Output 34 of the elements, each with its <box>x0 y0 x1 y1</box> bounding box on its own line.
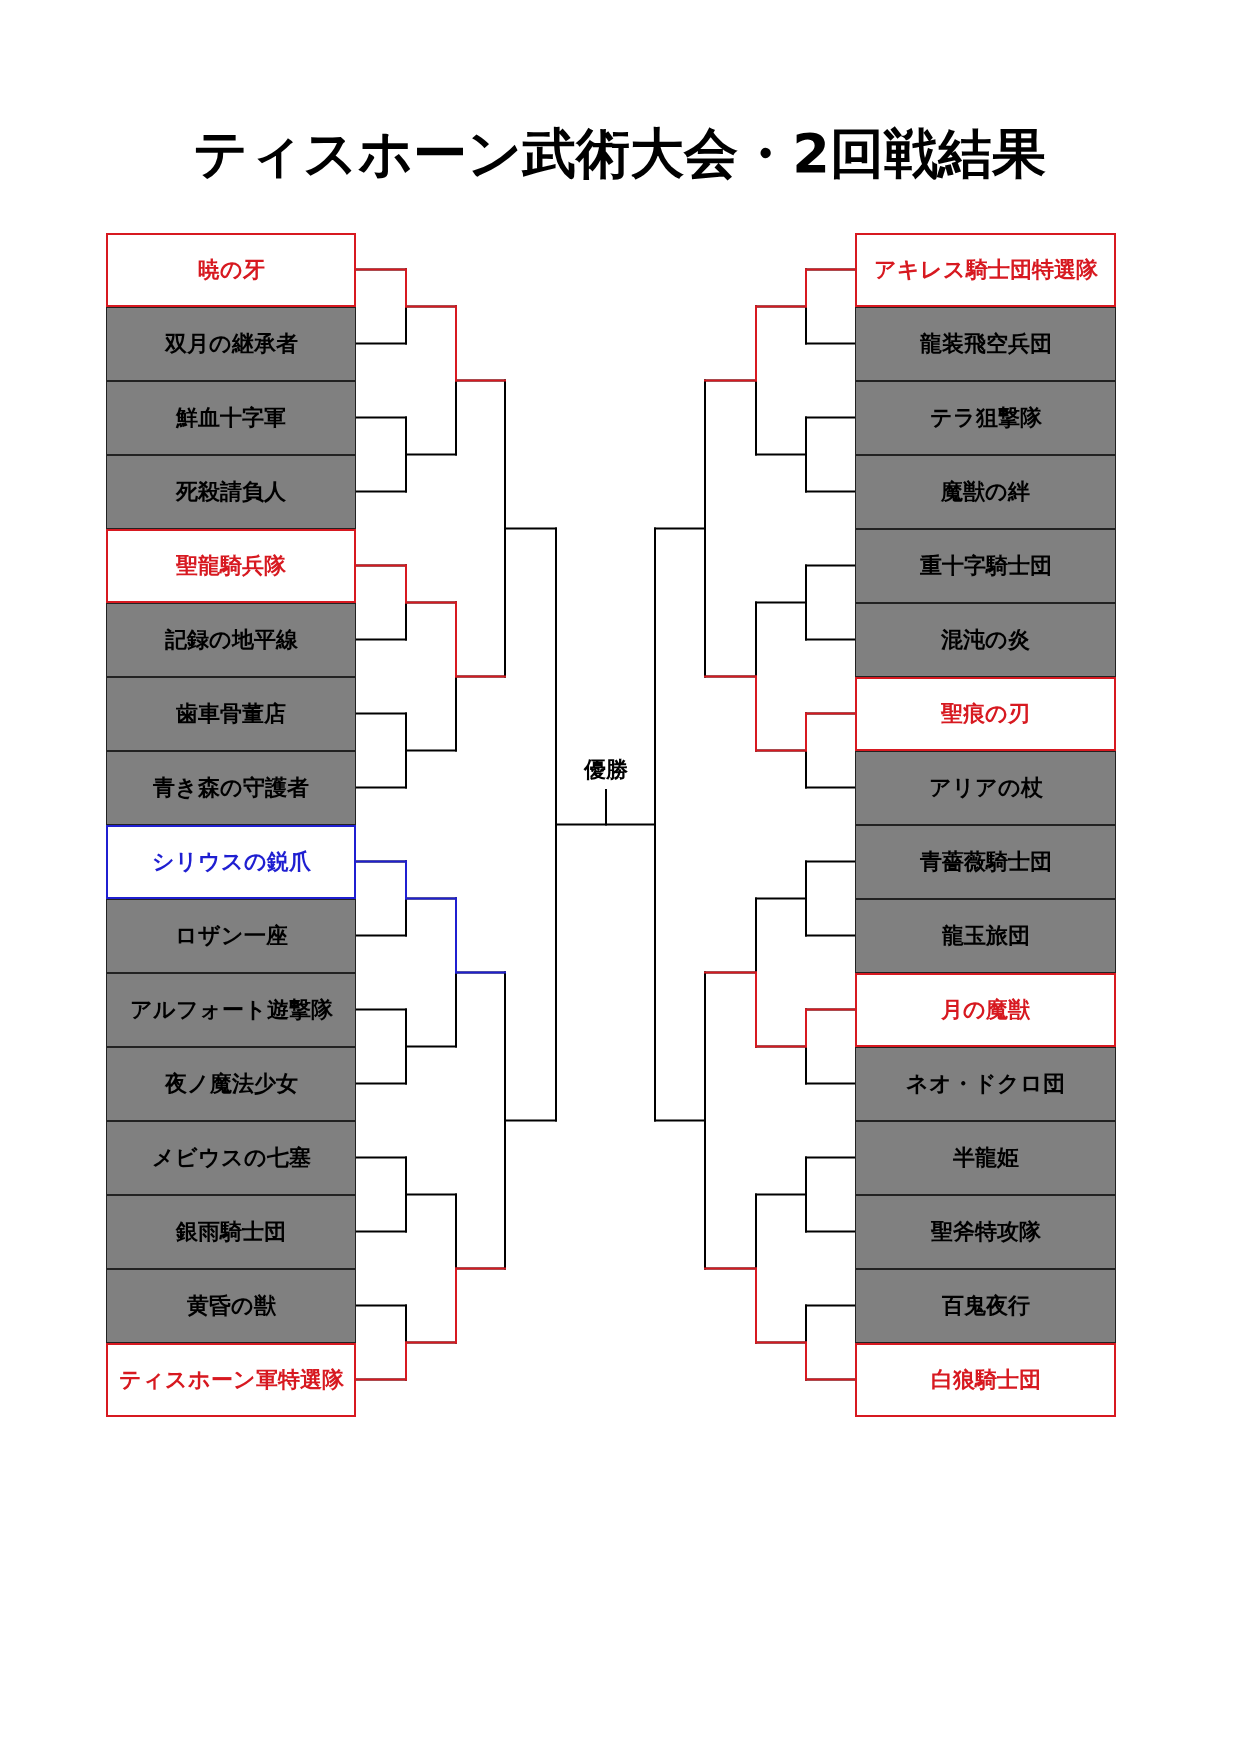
team-box: 聖斧特攻隊 <box>855 1194 1116 1269</box>
team-box: 青薔薇騎士団 <box>855 824 1116 899</box>
team-box: 鮮血十字軍 <box>106 380 356 455</box>
team-box: 青き森の守護者 <box>106 750 356 825</box>
team-box: 龍装飛空兵団 <box>855 306 1116 381</box>
team-box: アキレス騎士団特選隊 <box>855 232 1116 307</box>
team-box: 聖痕の刃 <box>855 676 1116 751</box>
team-box: 百鬼夜行 <box>855 1268 1116 1343</box>
champion-label: 優勝 <box>582 756 629 784</box>
team-box: ロザン一座 <box>106 898 356 973</box>
team-box: 月の魔獣 <box>855 972 1116 1047</box>
team-box: 歯車骨董店 <box>106 676 356 751</box>
team-box: 死殺請負人 <box>106 454 356 529</box>
team-box: アリアの杖 <box>855 750 1116 825</box>
team-box: テラ狙撃隊 <box>855 380 1116 455</box>
team-box: アルフォート遊撃隊 <box>106 972 356 1047</box>
team-box: 混沌の炎 <box>855 602 1116 677</box>
team-box: 双月の継承者 <box>106 306 356 381</box>
team-box: 夜ノ魔法少女 <box>106 1046 356 1121</box>
team-box: 黄昏の獣 <box>106 1268 356 1343</box>
team-box: 半龍姫 <box>855 1120 1116 1195</box>
team-box: 白狼騎士団 <box>855 1342 1116 1417</box>
team-box: 聖龍騎兵隊 <box>106 528 356 603</box>
team-box: メビウスの七塞 <box>106 1120 356 1195</box>
team-box: 重十字騎士団 <box>855 528 1116 603</box>
team-box: 魔獣の絆 <box>855 454 1116 529</box>
team-box: 龍玉旅団 <box>855 898 1116 973</box>
team-box: シリウスの鋭爪 <box>106 824 356 899</box>
title: ティスホーン武術大会・2回戦結果 <box>193 121 1046 187</box>
team-box: ティスホーン軍特選隊 <box>106 1342 356 1417</box>
team-box: 記録の地平線 <box>106 602 356 677</box>
team-box: 銀雨騎士団 <box>106 1194 356 1269</box>
team-box: 暁の牙 <box>106 232 356 307</box>
team-box: ネオ・ドクロ団 <box>855 1046 1116 1121</box>
